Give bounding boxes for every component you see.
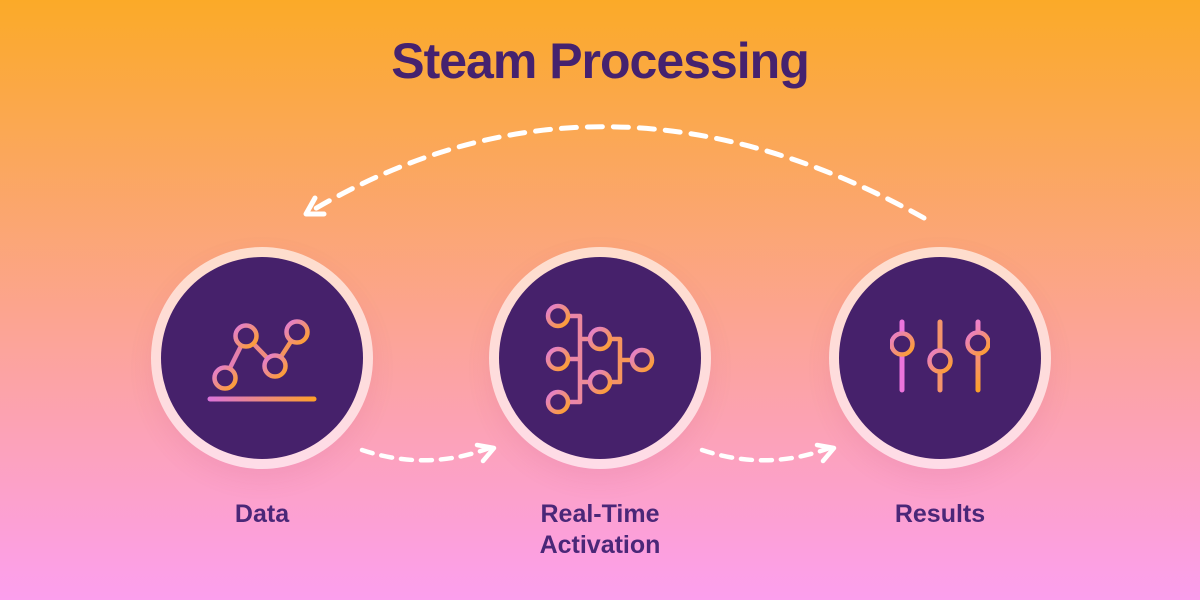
- arrow-activation-to-results: [699, 444, 835, 463]
- step-circle-results-inner: [839, 257, 1041, 459]
- decision-tree-icon: [545, 303, 655, 415]
- step-circle-activation: [489, 247, 711, 469]
- step-circle-activation-inner: [499, 257, 701, 459]
- step-label-results: Results: [894, 500, 986, 528]
- step-label-data: Data: [234, 500, 290, 528]
- sliders-icon: [890, 319, 990, 393]
- arrowhead-2-icon: [814, 442, 837, 464]
- feedback-arrow: [305, 124, 927, 221]
- feedback-arrowhead-icon: [303, 195, 327, 217]
- step-circle-data: [151, 247, 373, 469]
- step-circle-results: [829, 247, 1051, 469]
- arrowhead-1-icon: [474, 442, 497, 464]
- line-chart-icon: [207, 319, 317, 402]
- step-label-activation: Real-Time Activation: [539, 500, 661, 559]
- step-circle-data-inner: [161, 257, 363, 459]
- arrow-data-to-activation: [359, 444, 495, 463]
- page-title: Steam Processing: [391, 33, 810, 89]
